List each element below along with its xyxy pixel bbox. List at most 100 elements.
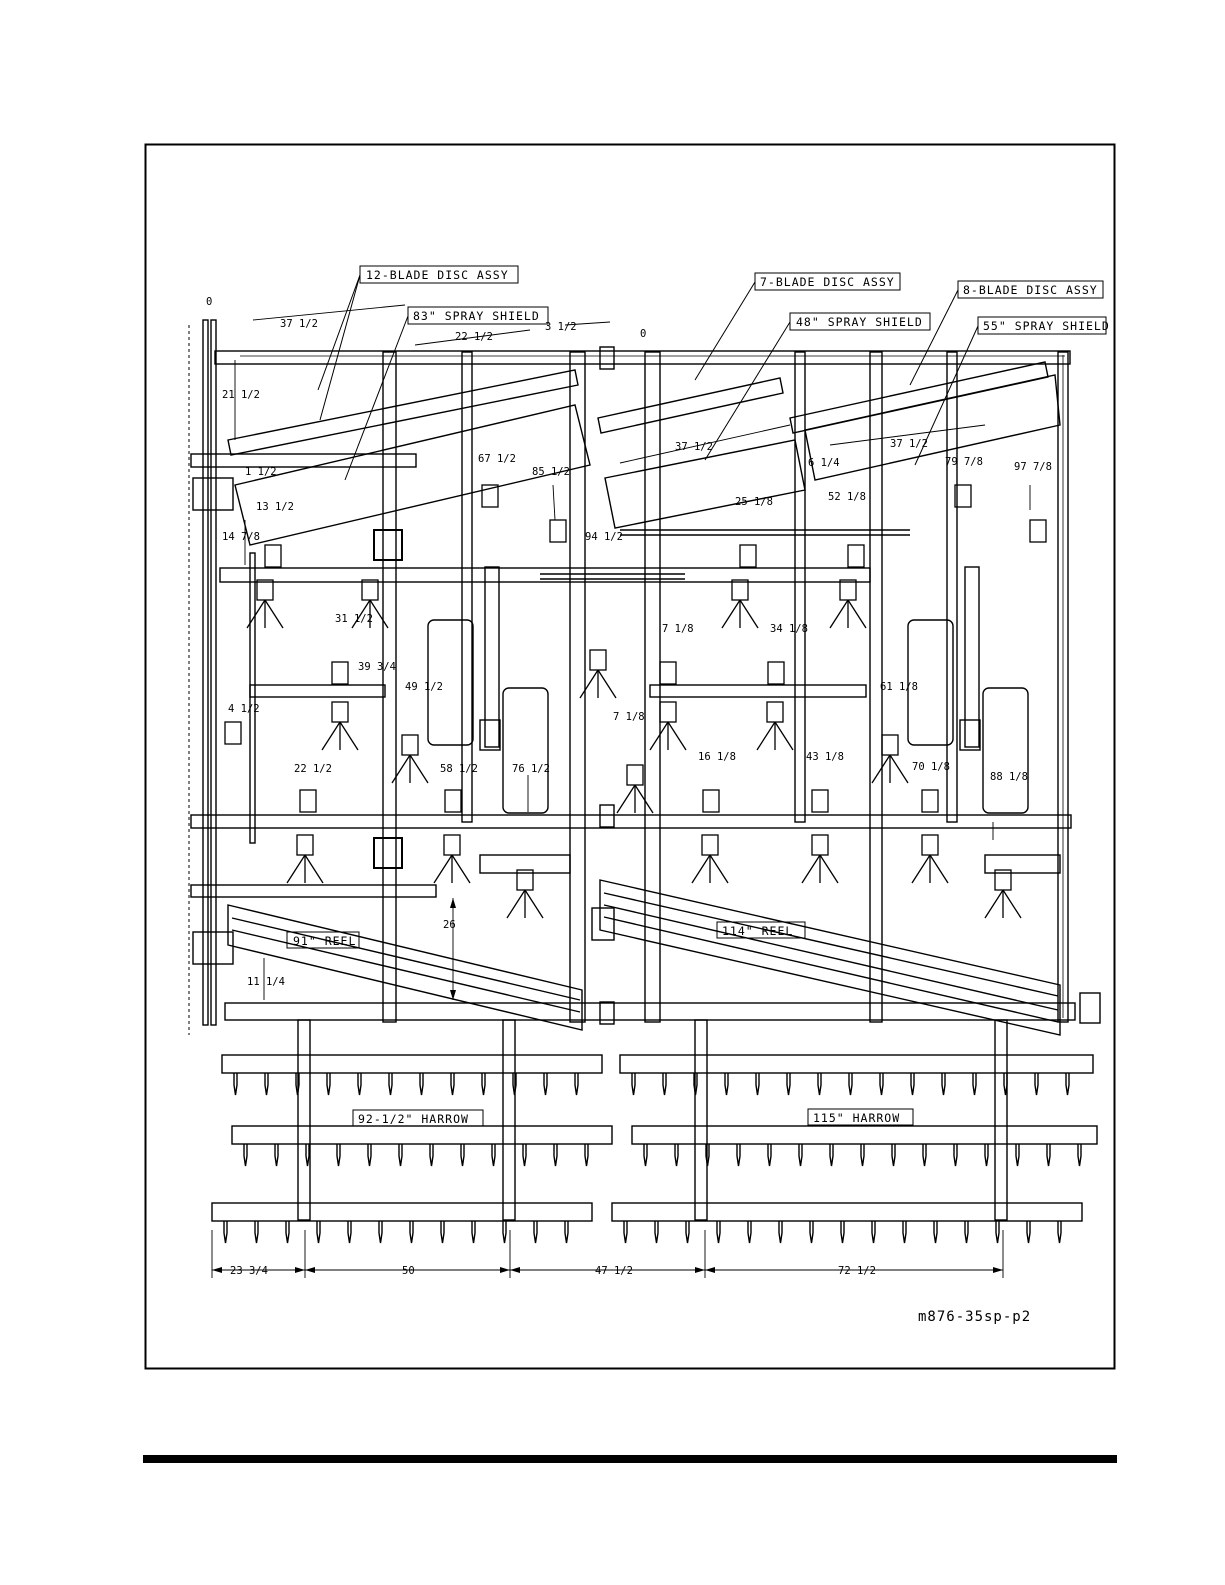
harrow-tine: [736, 1144, 741, 1167]
harrow-tine: [1026, 1221, 1031, 1244]
harrow-tine: [860, 1144, 865, 1167]
dim-14: 14 7/8: [222, 531, 260, 543]
callout-box: [957, 280, 1104, 299]
harrow-tine: [440, 1221, 445, 1244]
harrow-tine: [419, 1073, 424, 1096]
harrow-tine: [879, 1073, 884, 1096]
harrow-tine: [233, 1073, 238, 1096]
harrow-tine: [409, 1221, 414, 1244]
harrow-tine: [716, 1221, 721, 1244]
harrow-tine: [305, 1144, 310, 1167]
harrow-tine: [910, 1073, 915, 1096]
dim-zero-center: 0: [640, 328, 646, 340]
harrow-tine: [829, 1144, 834, 1167]
harrow-tine: [491, 1144, 496, 1167]
harrow-bar: [619, 1054, 1094, 1074]
dim-61: 61 1/8: [880, 681, 918, 693]
callout-8-blade-disc-assy: 8-BLADE DISC ASSY: [963, 283, 1098, 297]
dim-top-37: 37 1/2: [280, 318, 318, 330]
harrow-tine: [693, 1073, 698, 1096]
harrow-bar: [611, 1202, 1083, 1222]
harrow-tine: [429, 1144, 434, 1167]
frame-structure: [188, 319, 1101, 1036]
dim-22-lower: 22 1/2: [294, 763, 332, 775]
callout-7-blade-disc-assy: 7-BLADE DISC ASSY: [760, 275, 895, 289]
harrow-tine: [755, 1073, 760, 1096]
shanks: [224, 484, 1047, 919]
callout-92-harrow: 92-1/2" HARROW: [358, 1112, 469, 1126]
harrow-tine: [1065, 1073, 1070, 1096]
harrow-tine: [584, 1144, 589, 1167]
harrow-tine: [460, 1144, 465, 1167]
harrow-tine: [848, 1073, 853, 1096]
dim-49: 49 1/2: [405, 681, 443, 693]
dim-85: 85 1/2: [532, 466, 570, 478]
harrow-tine: [933, 1221, 938, 1244]
callout-labels: 12-BLADE DISC ASSY 83" SPRAY SHIELD 7-BL…: [293, 268, 1109, 1126]
dim-58: 58 1/2: [440, 763, 478, 775]
harrow-tine: [809, 1221, 814, 1244]
harrow-tine: [522, 1144, 527, 1167]
harrow-tine: [662, 1073, 667, 1096]
dim-70: 70 1/8: [912, 761, 950, 773]
dim-94: 94 1/2: [585, 531, 623, 543]
harrow-tine: [295, 1073, 300, 1096]
harrow-tine: [941, 1073, 946, 1096]
dim-21: 21 1/2: [222, 389, 260, 401]
dimension-labels: 0 0 37 1/2 22 1/2 3 1/2 21 1/2 1 1/2 14 …: [206, 296, 1052, 1277]
dimension-arrows: [212, 898, 1003, 1273]
dim-6: 6 1/4: [808, 457, 840, 469]
harrow-tine: [347, 1221, 352, 1244]
dim-bottom-23: 23 3/4: [230, 1265, 268, 1277]
harrow-tine: [564, 1221, 569, 1244]
dim-11: 11 1/4: [247, 976, 285, 988]
harrow-tine: [388, 1073, 393, 1096]
harrow-tine: [902, 1221, 907, 1244]
dim-bottom-50: 50: [402, 1265, 415, 1277]
harrow-tine: [995, 1221, 1000, 1244]
harrow-tine: [223, 1221, 228, 1244]
harrow-tine: [631, 1073, 636, 1096]
harrow-tine: [398, 1144, 403, 1167]
harrow-tine: [367, 1144, 372, 1167]
callout-114-reel: 114" REEL: [722, 924, 793, 938]
harrow-tine: [643, 1144, 648, 1167]
harrow-tine: [724, 1073, 729, 1096]
harrow-tine: [685, 1221, 690, 1244]
dim-right-37: 37 1/2: [890, 438, 928, 450]
harrow-tine: [243, 1144, 248, 1167]
harrow-tine: [481, 1073, 486, 1096]
callout-box: [977, 316, 1107, 335]
dim-76: 76 1/2: [512, 763, 550, 775]
harrow-tine: [574, 1073, 579, 1096]
harrow-tine: [964, 1221, 969, 1244]
harrow-tine: [1077, 1144, 1082, 1167]
harrow-tine: [747, 1221, 752, 1244]
harrow-tine: [1015, 1144, 1020, 1167]
harrow-tine: [972, 1073, 977, 1096]
dim-zero-left: 0: [206, 296, 212, 308]
harrow-tine: [817, 1073, 822, 1096]
harrow-tine: [1057, 1221, 1062, 1244]
harrow-bar: [211, 1202, 593, 1222]
dim-7-lower: 7 1/8: [613, 711, 645, 723]
harrow-bar: [221, 1054, 603, 1074]
dimension-lines: [211, 304, 1031, 1278]
harrow-tine: [778, 1221, 783, 1244]
harrow-tine: [840, 1221, 845, 1244]
dim-16: 16 1/8: [698, 751, 736, 763]
harrow-tine: [326, 1073, 331, 1096]
dim-1: 1 1/2: [245, 466, 277, 478]
dim-34: 34 1/8: [770, 623, 808, 635]
callout-box: [716, 921, 806, 939]
dim-31: 31 1/2: [335, 613, 373, 625]
harrow-tine: [316, 1221, 321, 1244]
drawing-border: [144, 143, 1116, 1370]
dim-52: 52 1/8: [828, 491, 866, 503]
harrow-tine: [264, 1073, 269, 1096]
dim-88: 88 1/8: [990, 771, 1028, 783]
dim-7-upper: 7 1/8: [662, 623, 694, 635]
dim-26: 26: [443, 919, 456, 931]
callout-box: [754, 272, 901, 291]
harrow-bar: [231, 1125, 613, 1145]
